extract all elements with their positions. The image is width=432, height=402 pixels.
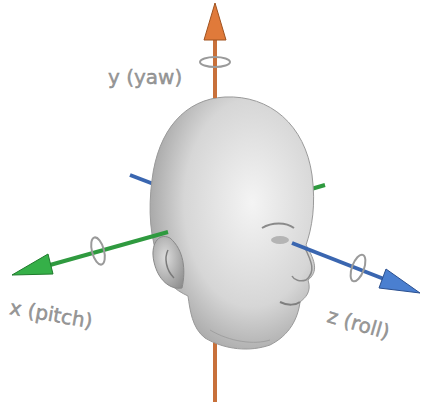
yaw-axis-bottom (213, 349, 217, 402)
yaw-ring (200, 57, 230, 67)
ear-detail (166, 250, 174, 278)
axis-label: x (pitch) (8, 296, 94, 332)
pitch-ring (89, 236, 108, 266)
brow (262, 224, 294, 229)
head-shape (150, 97, 315, 349)
ear (153, 237, 184, 289)
eye (271, 236, 289, 244)
roll-axis-front (292, 243, 384, 279)
axis-label: z (roll) (325, 304, 392, 343)
axis-label: y (yaw) (108, 66, 182, 88)
pitch-axis-front (50, 232, 168, 265)
pitch-arrowhead (12, 254, 53, 275)
jaw-shade (210, 330, 270, 342)
roll-ring (348, 253, 369, 283)
yaw-arrowhead (204, 3, 226, 40)
mouth (280, 302, 300, 305)
roll-arrowhead (379, 269, 420, 293)
